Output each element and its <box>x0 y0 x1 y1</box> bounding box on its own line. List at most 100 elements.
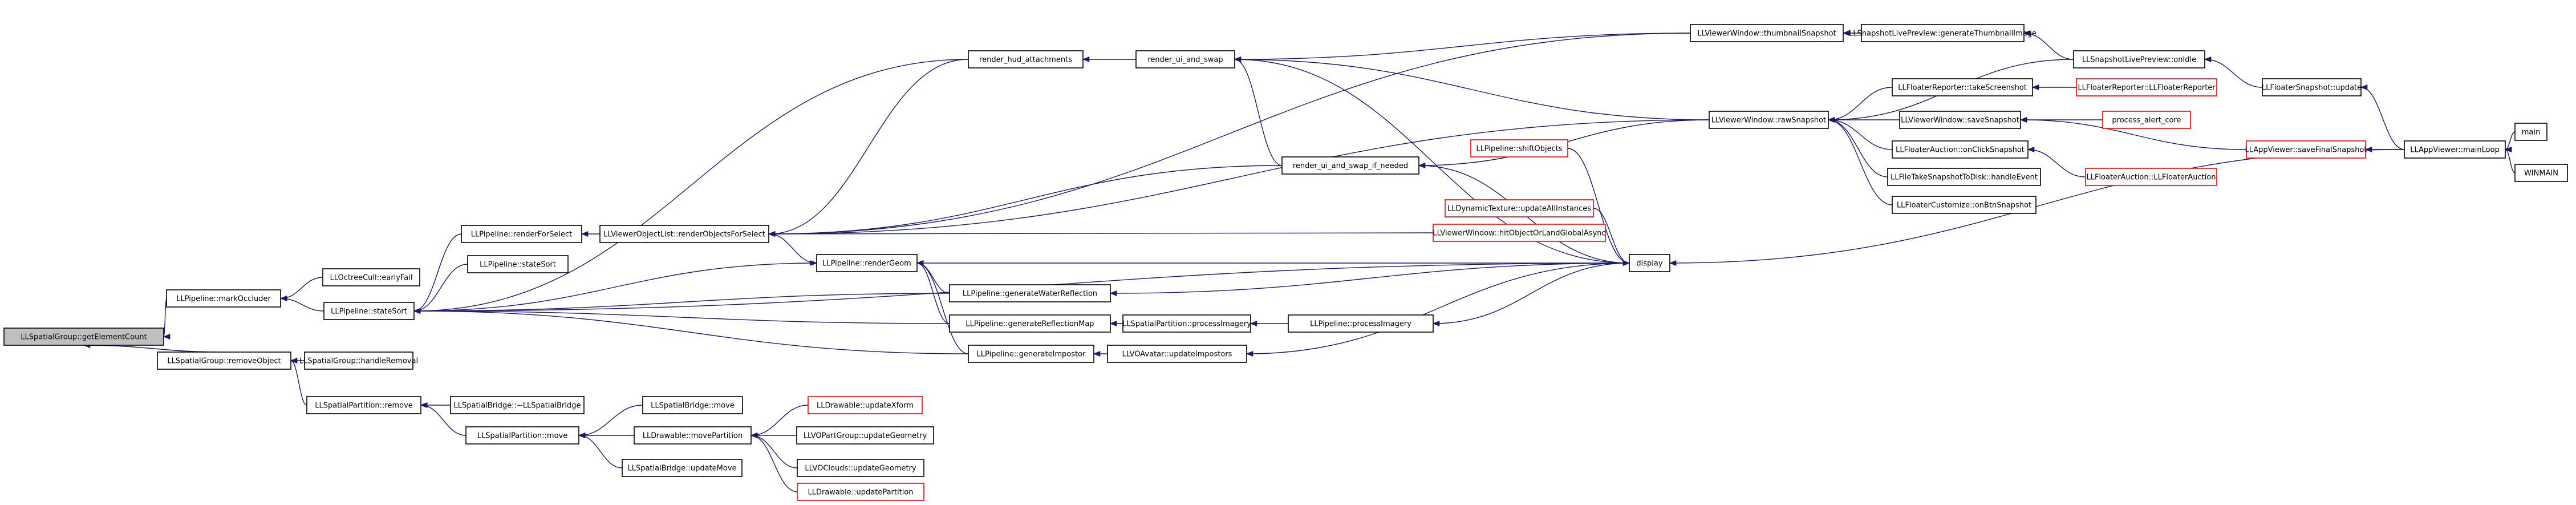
node-box <box>322 268 420 286</box>
graph-node[interactable]: LLViewerWindow::thumbnailSnapshot <box>1690 24 1844 42</box>
graph-node[interactable]: LLFloaterAuction::LLFloaterAuction <box>2085 168 2217 186</box>
graph-node[interactable]: LLVOClouds::updateGeometry <box>797 459 924 477</box>
graph-node[interactable]: LLDrawable::movePartition <box>634 426 752 445</box>
node-box <box>3 328 164 346</box>
graph-node[interactable]: LLAppViewer::mainLoop <box>2404 140 2506 159</box>
node-label: LLViewerWindow::hitObjectOrLandGlobalAsy… <box>1433 229 1605 238</box>
edge-n32-to-n24 <box>1234 56 1630 264</box>
node-label: LLFloaterReporter::LLFloaterReporter <box>2078 84 2216 92</box>
graph-node[interactable]: LLFileTakeSnapshotToDisk::handleEvent <box>1887 168 2041 186</box>
node-box <box>968 50 1084 68</box>
node-box <box>949 314 1111 333</box>
edge-n15-to-n4 <box>413 59 969 314</box>
graph-node[interactable]: LLPipeline::renderGeom <box>816 254 918 272</box>
graph-node[interactable]: LLPipeline::renderForSelect <box>461 225 582 243</box>
edge-n6-to-n2 <box>290 358 307 406</box>
node-box <box>2514 123 2547 141</box>
node-box <box>949 284 1111 302</box>
graph-node[interactable]: render_ui_and_swap <box>1135 50 1235 68</box>
graph-node[interactable]: WINMAIN <box>2514 164 2568 182</box>
graph-node[interactable]: LLPipeline::processImagery <box>1288 314 1434 333</box>
node-label: LLSpatialGroup::removeObject <box>167 357 281 366</box>
graph-node[interactable]: LLFloaterSnapshot::update <box>2262 78 2362 96</box>
edge-n19-to-n4 <box>413 308 969 354</box>
graph-node[interactable]: LLSpatialPartition::move <box>465 426 579 445</box>
graph-node[interactable]: process_alert_core <box>2102 111 2191 129</box>
graph-node[interactable]: LLSpatialGroup::getElementCount <box>3 328 164 346</box>
node-label: LLSnapshotLivePreview::generateThumbnail… <box>1849 30 2037 38</box>
edge-n32-to-n17 <box>1109 262 1630 297</box>
node-label: render_hud_attachments <box>979 56 1072 64</box>
edge-n45-to-n38 <box>2027 146 2086 177</box>
graph-node[interactable]: LLFloaterAuction::onClickSnapshot <box>1892 140 2029 159</box>
node-box <box>1887 168 2041 186</box>
node-box <box>467 255 569 273</box>
edge-n14-to-n10 <box>578 432 623 468</box>
graph-node[interactable]: LLDrawable::updatePartition <box>797 483 924 501</box>
graph-node[interactable]: LLViewerObjectList::renderObjectsForSele… <box>599 225 769 243</box>
graph-node[interactable]: LLSpatialPartition::remove <box>306 396 421 414</box>
graph-node[interactable]: LLFloaterReporter::LLFloaterReporter <box>2076 78 2217 96</box>
graph-node[interactable]: LLViewerWindow::rawSnapshot <box>1709 111 1829 129</box>
edge-n27-to-n11 <box>768 165 1283 237</box>
edge-n4-to-n1 <box>279 295 324 312</box>
node-box <box>1288 314 1434 333</box>
graph-node[interactable]: LLDrawable::updateXform <box>808 396 923 414</box>
node-box <box>1861 24 2025 42</box>
graph-node[interactable]: LLOctreeCull::earlyFail <box>322 268 420 286</box>
node-label: LLFileTakeSnapshotToDisk::handleEvent <box>1891 173 2038 182</box>
graph-node[interactable]: LLSpatialGroup::removeObject <box>157 352 291 370</box>
graph-node[interactable]: render_ui_and_swap_if_needed <box>1281 156 1419 175</box>
node-box <box>808 396 923 414</box>
node-box <box>634 426 752 445</box>
graph-node[interactable]: LLSpatialPartition::processImagery <box>1122 314 1251 333</box>
graph-node[interactable]: LLViewerWindow::saveSnapshot <box>1899 111 2021 129</box>
graph-node[interactable]: display <box>1629 254 1670 272</box>
graph-node[interactable]: LLSpatialBridge::move <box>642 396 743 414</box>
node-label: LLViewerWindow::saveSnapshot <box>1901 116 2019 125</box>
graph-node[interactable]: LLPipeline::stateSort <box>323 302 415 320</box>
graph-node[interactable]: LLFloaterReporter::takeScreenshot <box>1892 78 2033 96</box>
graph-node[interactable]: LLSpatialGroup::handleRemoval <box>299 352 418 370</box>
node-label: LLFloaterSnapshot::update <box>2262 84 2362 92</box>
node-box <box>1892 140 2029 159</box>
node-label: LLAppViewer::saveFinalSnapshot <box>2245 146 2367 155</box>
graph-node[interactable]: LLViewerWindow::hitObjectOrLandGlobalAsy… <box>1433 224 1606 242</box>
graph-node[interactable]: LLFloaterCustomize::onBtnSnapshot <box>1892 196 2037 214</box>
node-box <box>2076 78 2217 96</box>
node-box <box>2262 78 2362 96</box>
node-label: LLViewerWindow::thumbnailSnapshot <box>1697 30 1836 38</box>
graph-node[interactable]: main <box>2514 123 2547 141</box>
graph-node[interactable]: LLPipeline::markOccluder <box>166 289 281 308</box>
node-box <box>2514 164 2568 182</box>
graph-node[interactable]: LLPipeline::generateImpostor <box>968 345 1094 363</box>
graph-node[interactable]: LLPipeline::generateWaterReflection <box>949 284 1111 302</box>
node-label: LLSpatialGroup::getElementCount <box>21 333 147 342</box>
edge-n11-to-n16 <box>768 233 818 266</box>
node-box <box>1470 139 1568 157</box>
node-box <box>1709 111 1829 129</box>
node-box <box>1107 345 1247 363</box>
node-label: LLPipeline::generateReflectionMap <box>966 320 1094 329</box>
node-box <box>1629 254 1670 272</box>
graph-node[interactable]: LLDynamicTexture::updateAllInstances <box>1445 199 1594 217</box>
node-label: LLFloaterAuction::onClickSnapshot <box>1896 146 2025 155</box>
node-label: LLSpatialBridge::~LLSpatialBridge <box>454 402 581 410</box>
graph-node[interactable]: LLVOPartGroup::updateGeometry <box>796 426 934 445</box>
graph-node[interactable]: LLPipeline::stateSort <box>467 255 569 273</box>
edge-n8-to-n4 <box>413 264 468 314</box>
node-label: WINMAIN <box>2524 169 2558 178</box>
graph-node[interactable]: LLAppViewer::saveFinalSnapshot <box>2245 140 2367 159</box>
graph-node[interactable]: LLPipeline::generateReflectionMap <box>949 314 1111 333</box>
graph-node[interactable]: render_hud_attachments <box>968 50 1084 68</box>
graph-node[interactable]: LLSnapshotLivePreview::onIdle <box>2073 50 2205 68</box>
graph-node[interactable]: LLSpatialBridge::~LLSpatialBridge <box>450 396 585 414</box>
graph-node[interactable]: LLPipeline::shiftObjects <box>1470 139 1568 157</box>
edge-n2-to-n0 <box>83 342 225 353</box>
graph-node[interactable]: LLSnapshotLivePreview::generateThumbnail… <box>1849 24 2037 42</box>
graph-node[interactable]: LLVOAvatar::updateImpostors <box>1107 345 1247 363</box>
edge-n23-to-n13 <box>750 432 798 492</box>
node-label: LLPipeline::stateSort <box>331 308 407 316</box>
graph-node[interactable]: LLSpatialBridge::updateMove <box>622 459 743 477</box>
node-box <box>1445 199 1594 217</box>
